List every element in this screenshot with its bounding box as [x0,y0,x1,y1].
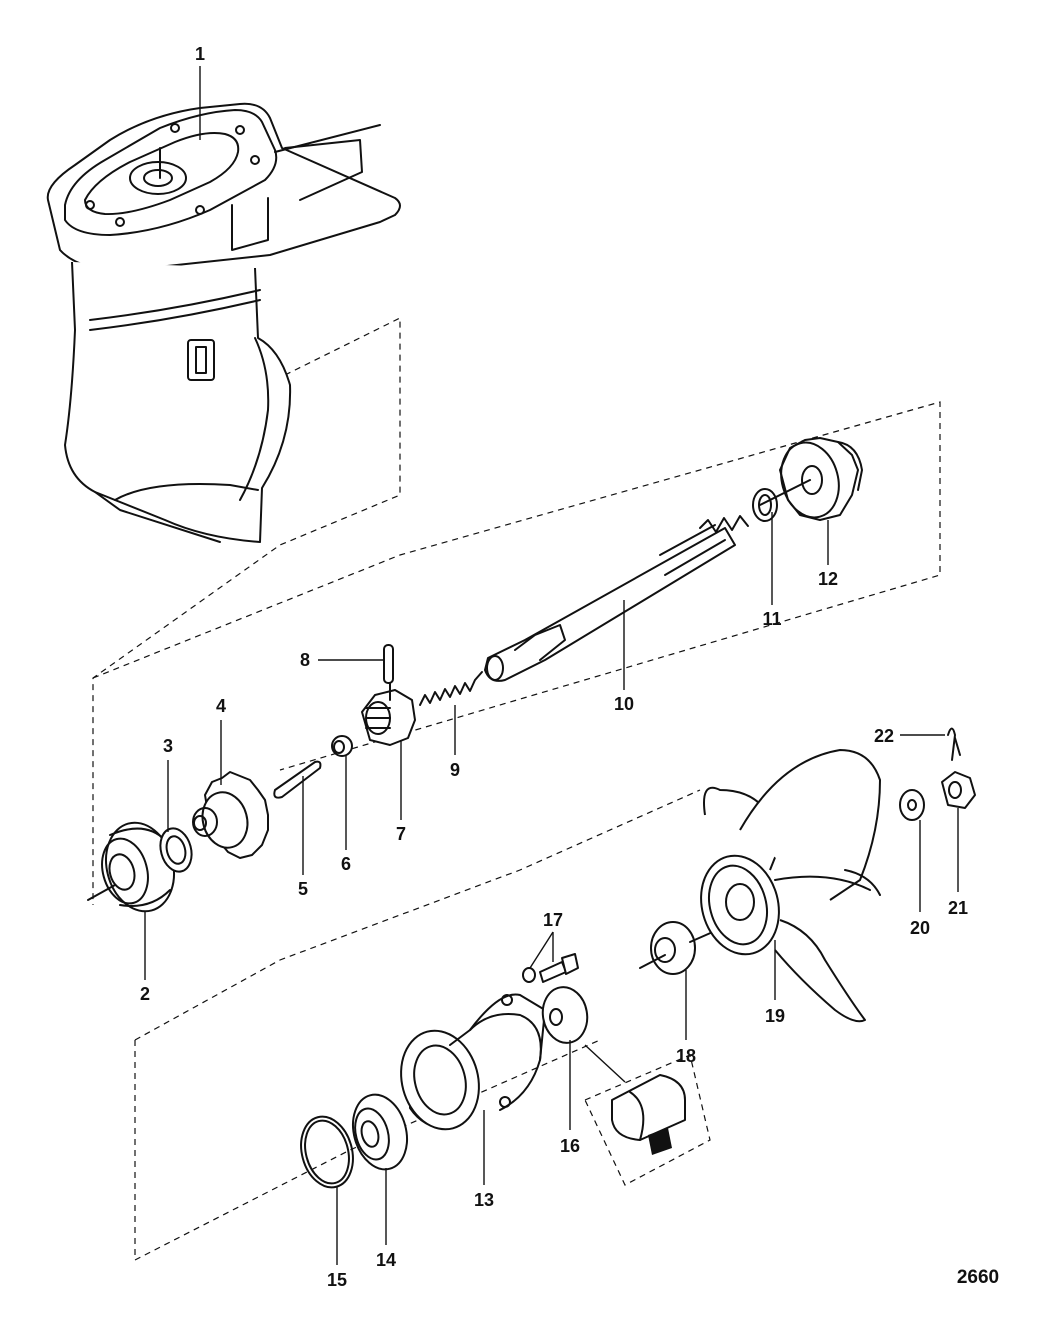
callout-4: 4 [216,696,226,716]
part-screw-17 [522,953,579,983]
part-gear-12 [759,437,863,521]
callout-9: 9 [450,760,460,780]
part-propeller-19 [700,749,881,1023]
part-gear-4 [192,771,269,859]
callout-13: 13 [474,1190,494,1210]
part-bearing-14 [352,1093,408,1171]
part-o-ring-15 [300,1115,354,1189]
callout-17: 17 [543,910,563,930]
callout-14: 14 [376,1250,396,1270]
part-gear-housing [46,102,401,543]
part-thrust-washer-16 [541,986,589,1044]
part-cotter-pin-22 [947,727,961,761]
part-washer-20 [899,789,925,821]
part-nut-21 [941,771,976,809]
callout-16: 16 [560,1136,580,1156]
part-bushing-6 [331,735,353,757]
callout-3: 3 [163,736,173,756]
callout-11: 11 [762,609,781,629]
callout-19: 19 [765,1006,785,1026]
leader-lines [144,66,959,1265]
part-bearing-2 [87,821,175,913]
callout-6: 6 [341,854,351,874]
part-bearing-carrier-13 [400,993,546,1131]
callout-8: 8 [300,650,310,670]
part-ring-11 [752,488,778,522]
callout-18: 18 [676,1046,696,1066]
part-spring-9 [419,671,483,706]
callout-1: 1 [195,44,205,64]
callout-20: 20 [910,918,930,938]
callout-10: 10 [614,694,634,714]
part-cross-pin-8 [383,644,394,684]
callout-12: 12 [818,569,838,589]
callout-5: 5 [298,879,308,899]
part-prop-shaft-10 [484,515,749,682]
callout-15: 15 [327,1270,347,1290]
part-washer-3 [159,827,193,873]
callout-2: 2 [140,984,150,1004]
callout-21: 21 [948,898,968,918]
callout-labels: 1 2 3 4 5 6 7 8 9 10 11 12 13 14 15 16 1… [140,44,968,1290]
part-clutch-7 [361,682,416,746]
callout-22: 22 [874,726,894,746]
part-pin-5 [273,760,322,799]
inset-detail [584,1044,711,1186]
callout-7: 7 [396,824,406,844]
drawing-number: 2660 [957,1267,999,1288]
